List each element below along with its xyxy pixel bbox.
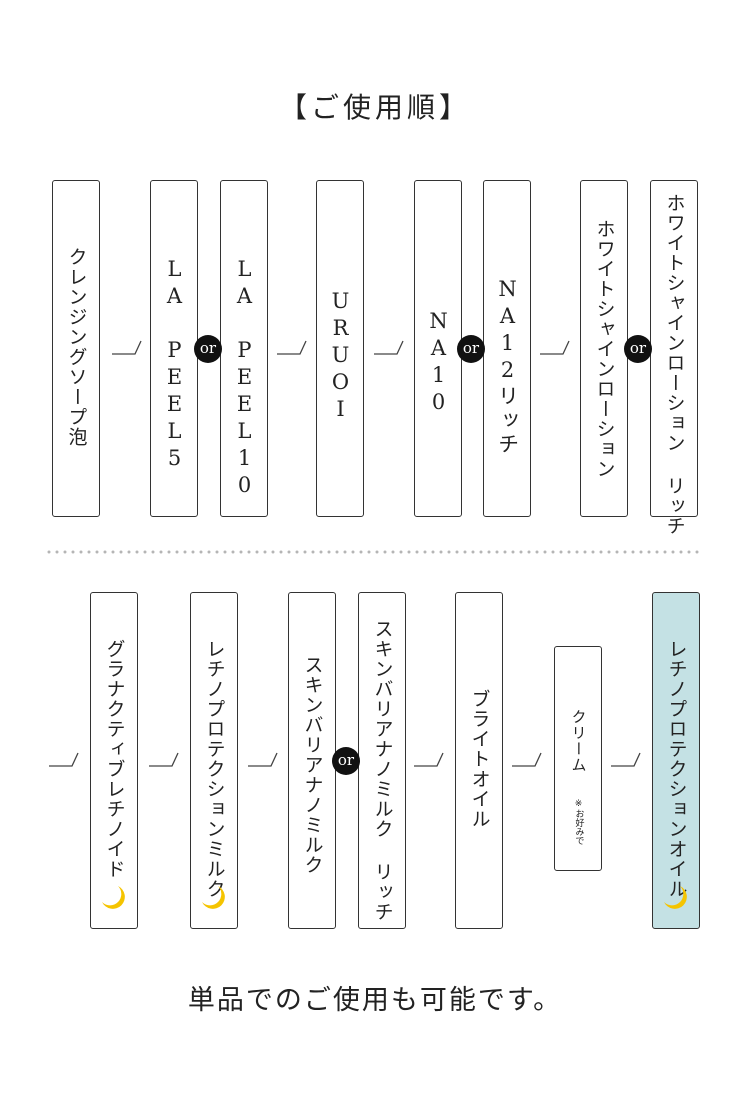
page-title: 【ご使用順】	[278, 91, 471, 124]
step-label: スキンバリアナノミルク	[301, 655, 324, 875]
step-label: レチノプロテクションオイル	[665, 639, 688, 899]
crescent-moon-icon	[102, 886, 125, 909]
step-retino-protection-milk: レチノプロテクションミルク	[190, 592, 238, 929]
arrow-icon	[611, 752, 641, 767]
step-skin-barrier-nano-milk: スキンバリアナノミルク	[288, 592, 336, 929]
step-uruoi: URUOI	[316, 180, 364, 517]
arrow-icon	[414, 752, 444, 767]
arrow-icon	[49, 752, 79, 767]
step-label: ホワイトシャインローション リッチ	[663, 193, 686, 536]
step-label: NA12リッチ	[495, 277, 520, 457]
or-badge: or	[332, 747, 360, 775]
step-skin-barrier-nano-milk-rich: スキンバリアナノミルク リッチ	[358, 592, 406, 929]
step-na12-rich: NA12リッチ	[483, 180, 531, 517]
or-badge: or	[457, 335, 485, 363]
step-label: グラナクティブレチノイド	[103, 639, 126, 879]
step-granactive-retinoid: グラナクティブレチノイド	[90, 592, 138, 929]
step-label: LA PEEL10	[232, 257, 257, 500]
arrow-icon	[277, 340, 307, 355]
or-badge: or	[194, 335, 222, 363]
crescent-moon-icon	[202, 886, 225, 909]
step-white-shine-lotion-rich: ホワイトシャインローション リッチ	[650, 180, 698, 536]
step-cream: クリーム ※お好みで	[554, 646, 602, 871]
optional-note: ※お好みで	[573, 799, 584, 845]
step-label: スキンバリアナノミルク リッチ	[371, 619, 394, 922]
step-label: ホワイトシャインローション	[593, 219, 616, 479]
step-label: クリーム	[569, 709, 588, 773]
arrow-icon	[374, 340, 404, 355]
crescent-moon-icon	[664, 886, 687, 909]
arrow-icon	[512, 752, 542, 767]
step-white-shine-lotion: ホワイトシャインローション	[580, 180, 628, 517]
step-la-peel5: LA PEEL5	[150, 180, 198, 517]
step-retino-protection-oil: レチノプロテクションオイル	[652, 592, 700, 929]
arrow-icon	[149, 752, 179, 767]
arrow-icon	[112, 340, 142, 355]
footer-note: 単品でのご使用も可能です。	[187, 985, 563, 1016]
dotted-divider	[47, 550, 705, 554]
step-label: レチノプロテクションミルク	[203, 639, 226, 899]
arrow-icon	[248, 752, 278, 767]
step-na10: NA10	[414, 180, 462, 517]
step-la-peel10: LA PEEL10	[220, 180, 268, 517]
step-label: NA10	[426, 309, 451, 417]
or-badge: or	[624, 335, 652, 363]
step-label: ブライトオイル	[468, 689, 491, 829]
arrow-icon	[540, 340, 570, 355]
step-cleansing-soap-foam: クレンジングソープ泡	[52, 180, 100, 517]
step-label: URUOI	[328, 289, 353, 424]
step-bright-oil: ブライトオイル	[455, 592, 503, 929]
step-label: クレンジングソープ泡	[65, 247, 88, 447]
step-label: LA PEEL5	[162, 257, 187, 473]
